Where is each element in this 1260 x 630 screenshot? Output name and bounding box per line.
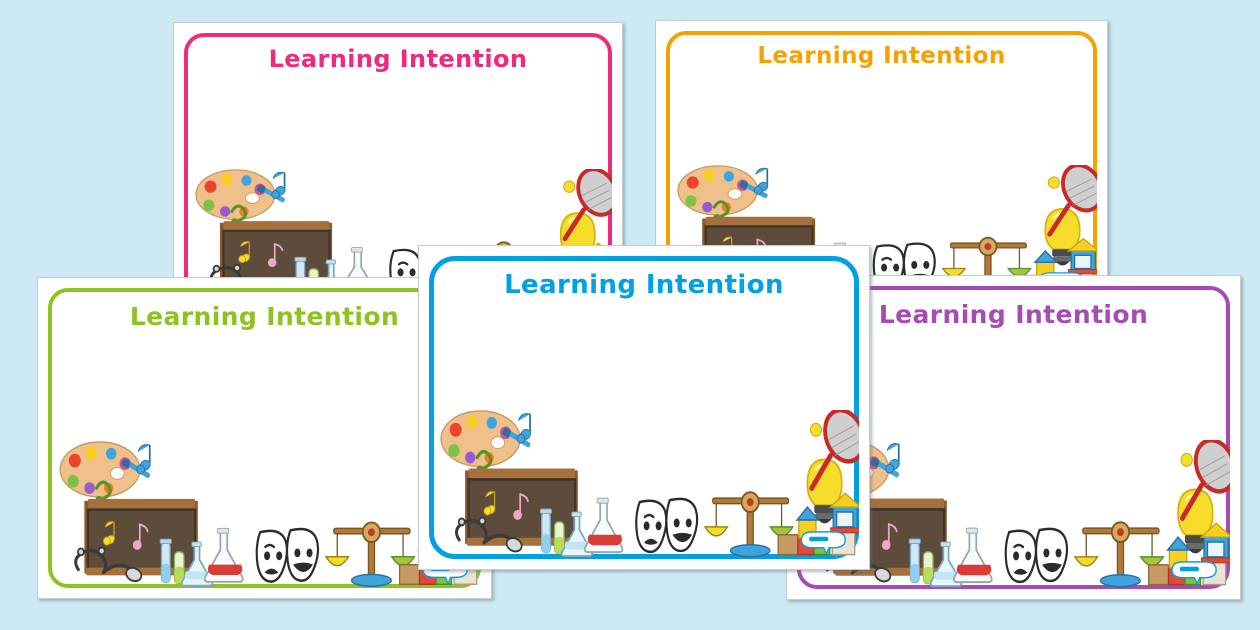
music-notes-icon [271, 171, 286, 199]
test-tube-icon [539, 508, 565, 555]
music-notes-icon [753, 168, 769, 196]
card-title: Learning Intention [504, 270, 784, 300]
music-notes-icon [516, 413, 531, 445]
subjects-illustration-border [429, 410, 859, 559]
art-palette-icon [59, 441, 151, 498]
learning-intention-card-blue[interactable]: Learning Intention [418, 245, 870, 570]
conical-flask-icon [180, 527, 244, 587]
building-blocks-icon [777, 492, 859, 556]
music-notes-icon [136, 443, 151, 475]
blackboard-icon [84, 498, 198, 576]
card-border-frame [48, 288, 481, 588]
balance-scales-icon [703, 491, 795, 558]
twinkl-logo-badge [800, 531, 846, 556]
music-notes-icon [885, 443, 900, 475]
lightbulb-icon [1177, 488, 1214, 554]
card-title: Learning Intention [878, 300, 1149, 329]
conical-flask-icon [560, 498, 624, 558]
card-border-frame [429, 256, 859, 559]
music-clef-icon [475, 450, 497, 486]
balance-scales-icon [324, 521, 416, 587]
lightbulb-icon [1044, 208, 1081, 266]
tennis-racket-icon [1047, 165, 1097, 238]
building-blocks-icon [1147, 522, 1230, 586]
blackboard-icon [465, 468, 578, 547]
card-title: Learning Intention [757, 43, 1006, 69]
art-palette-icon [677, 165, 768, 217]
test-tube-icon [908, 538, 934, 585]
music-clef-icon [230, 204, 252, 236]
drama-masks-icon [255, 527, 320, 583]
conical-flask-icon [929, 528, 993, 588]
twinkl-logo-badge [1171, 561, 1217, 586]
drama-masks-icon [1004, 528, 1069, 584]
art-palette-icon [195, 168, 285, 220]
card-title: Learning Intention [129, 302, 400, 331]
tennis-racket-icon [1179, 440, 1230, 522]
stethoscope-icon [74, 546, 143, 582]
stethoscope-icon [454, 516, 523, 553]
tennis-racket-icon [562, 168, 612, 241]
music-clef-icon [712, 200, 734, 233]
drama-masks-icon [635, 498, 699, 554]
card-title: Learning Intention [268, 45, 528, 73]
subjects-illustration-border [48, 440, 481, 588]
lightbulb-icon [806, 458, 843, 524]
tennis-racket-icon [809, 410, 859, 492]
balance-scales-icon [1073, 521, 1165, 588]
music-clef-icon [94, 480, 116, 516]
test-tube-icon [159, 538, 185, 584]
art-palette-icon [440, 410, 531, 468]
